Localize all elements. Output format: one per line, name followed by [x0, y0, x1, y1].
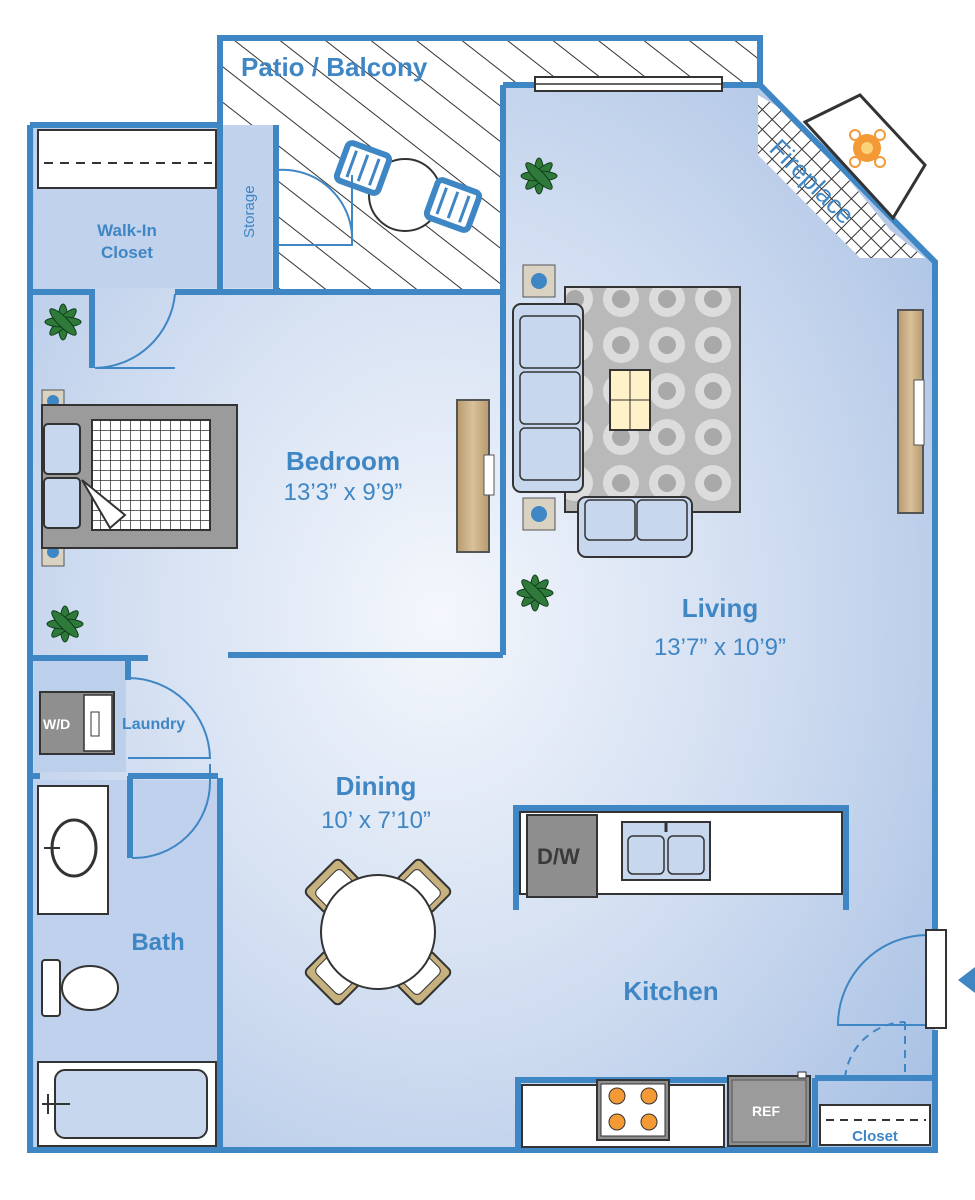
tv-console [897, 309, 925, 514]
patio-chair-1 [333, 140, 393, 196]
dining-size: 10’ x 7’10” [321, 807, 431, 834]
plant-icon [44, 303, 82, 341]
refrigerator-label: REF [752, 1103, 780, 1119]
toilet-icon [41, 959, 119, 1017]
dishwasher [526, 814, 598, 898]
dishwasher-label: D/W [537, 844, 580, 869]
entry-arrow-icon [958, 967, 975, 993]
refrigerator: REF [727, 1071, 811, 1147]
closet-door-swing[interactable] [94, 293, 176, 369]
kitchen-closet-shelf [819, 1104, 931, 1146]
washer-dryer-label: W/D [43, 716, 70, 732]
closet-label: Closet [852, 1128, 898, 1145]
dining-set [304, 858, 452, 1006]
end-table [522, 497, 556, 531]
fireplace-hearth [758, 95, 925, 258]
walk-in-closet-label-1: Walk-In [97, 221, 157, 240]
kitchen-label: Kitchen [623, 976, 718, 1006]
bedroom-size: 13’3” x 9’9” [284, 479, 403, 506]
dining-table [320, 874, 436, 990]
living-size: 13’7” x 10’9” [654, 634, 786, 661]
bath-door-swing[interactable] [131, 781, 211, 860]
dining-chair [304, 858, 360, 914]
patio-door[interactable] [534, 76, 723, 92]
bathtub-icon [37, 1061, 217, 1147]
loveseat [577, 496, 693, 558]
kitchen-counter: REF [515, 1071, 811, 1150]
pillow [43, 423, 81, 475]
living-label: Living [682, 593, 759, 623]
lamp-icon [531, 273, 547, 289]
patio-chair-2 [423, 177, 483, 233]
bed-sheet-fold [81, 479, 127, 530]
entry-door-swing[interactable] [836, 933, 929, 1026]
patio-label: Patio / Balcony [241, 52, 428, 82]
sofa [512, 303, 584, 493]
washer-dryer: W/D [39, 691, 115, 755]
area-rug [564, 286, 741, 513]
closet-shelf [37, 129, 217, 189]
laundry-door-swing[interactable] [127, 677, 212, 759]
entry-door[interactable] [925, 929, 975, 1029]
plant-icon [520, 157, 558, 195]
bedroom-label: Bedroom [286, 446, 400, 476]
doors [94, 168, 929, 1079]
plants [44, 157, 558, 643]
patio-floor [222, 40, 758, 290]
floor-areas [30, 38, 935, 1150]
bed [41, 389, 238, 567]
kitchen-closet-door-swing[interactable] [844, 1021, 906, 1079]
plant-icon [46, 605, 84, 643]
dining-label: Dining [336, 771, 417, 801]
room-labels: Patio / Balcony Storage Walk-In Closet B… [97, 52, 898, 1145]
lamp-icon [531, 506, 547, 522]
pillow [43, 477, 81, 529]
exterior-wall [30, 35, 763, 128]
storage-label: Storage [241, 185, 258, 238]
laundry-label: Laundry [122, 716, 185, 733]
bedroom-dresser [456, 399, 495, 553]
plant-icon [516, 574, 554, 612]
kitchen-island: D/W [513, 805, 849, 910]
living-furniture [512, 264, 925, 558]
stove [596, 1079, 670, 1141]
patio-table-set [333, 140, 483, 233]
bath-fixtures [37, 785, 217, 1147]
bath-label: Bath [131, 929, 184, 956]
walk-in-closet-label-2: Closet [101, 243, 153, 262]
storage-floor [224, 128, 272, 288]
kitchen-exterior-wall [27, 125, 938, 1153]
